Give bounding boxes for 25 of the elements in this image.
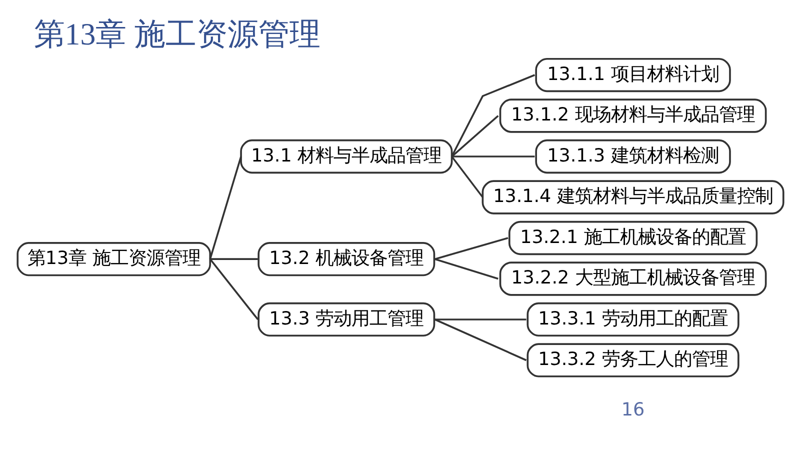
node-box: 13.1.4 建筑材料与半成品质量控制 bbox=[481, 180, 784, 214]
node-box: 13.3.1 劳动用工的配置 bbox=[526, 302, 739, 337]
node-box: 13.1.2 现场材料与半成品管理 bbox=[498, 98, 766, 133]
node-box: 13.2 机械设备管理 bbox=[257, 242, 435, 276]
connector bbox=[450, 115, 498, 158]
node-box: 13.1.3 建筑材料检测 bbox=[534, 139, 730, 174]
node-box: 13.3 劳动用工管理 bbox=[257, 302, 435, 337]
node-box: 13.1 材料与半成品管理 bbox=[240, 139, 452, 174]
diagram-title: 第13章 施工资源管理 bbox=[33, 16, 320, 52]
node-box: 13.1.1 项目材料计划 bbox=[534, 58, 730, 92]
connector bbox=[208, 258, 258, 320]
connector bbox=[434, 318, 526, 320]
connector bbox=[434, 318, 526, 362]
connector bbox=[450, 74, 535, 157]
node-box: 第13章 施工资源管理 bbox=[16, 242, 211, 276]
connector bbox=[434, 258, 498, 280]
connector bbox=[451, 156, 534, 158]
connector bbox=[450, 156, 483, 198]
node-box: 13.2.2 大型施工机械设备管理 bbox=[498, 262, 766, 296]
node-box: 13.2.1 施工机械设备的配置 bbox=[508, 220, 758, 256]
node-box: 13.3.2 劳务工人的管理 bbox=[526, 343, 739, 378]
label: 16 bbox=[620, 400, 644, 421]
connector bbox=[434, 237, 508, 260]
connector bbox=[208, 156, 242, 260]
connector bbox=[210, 258, 258, 260]
